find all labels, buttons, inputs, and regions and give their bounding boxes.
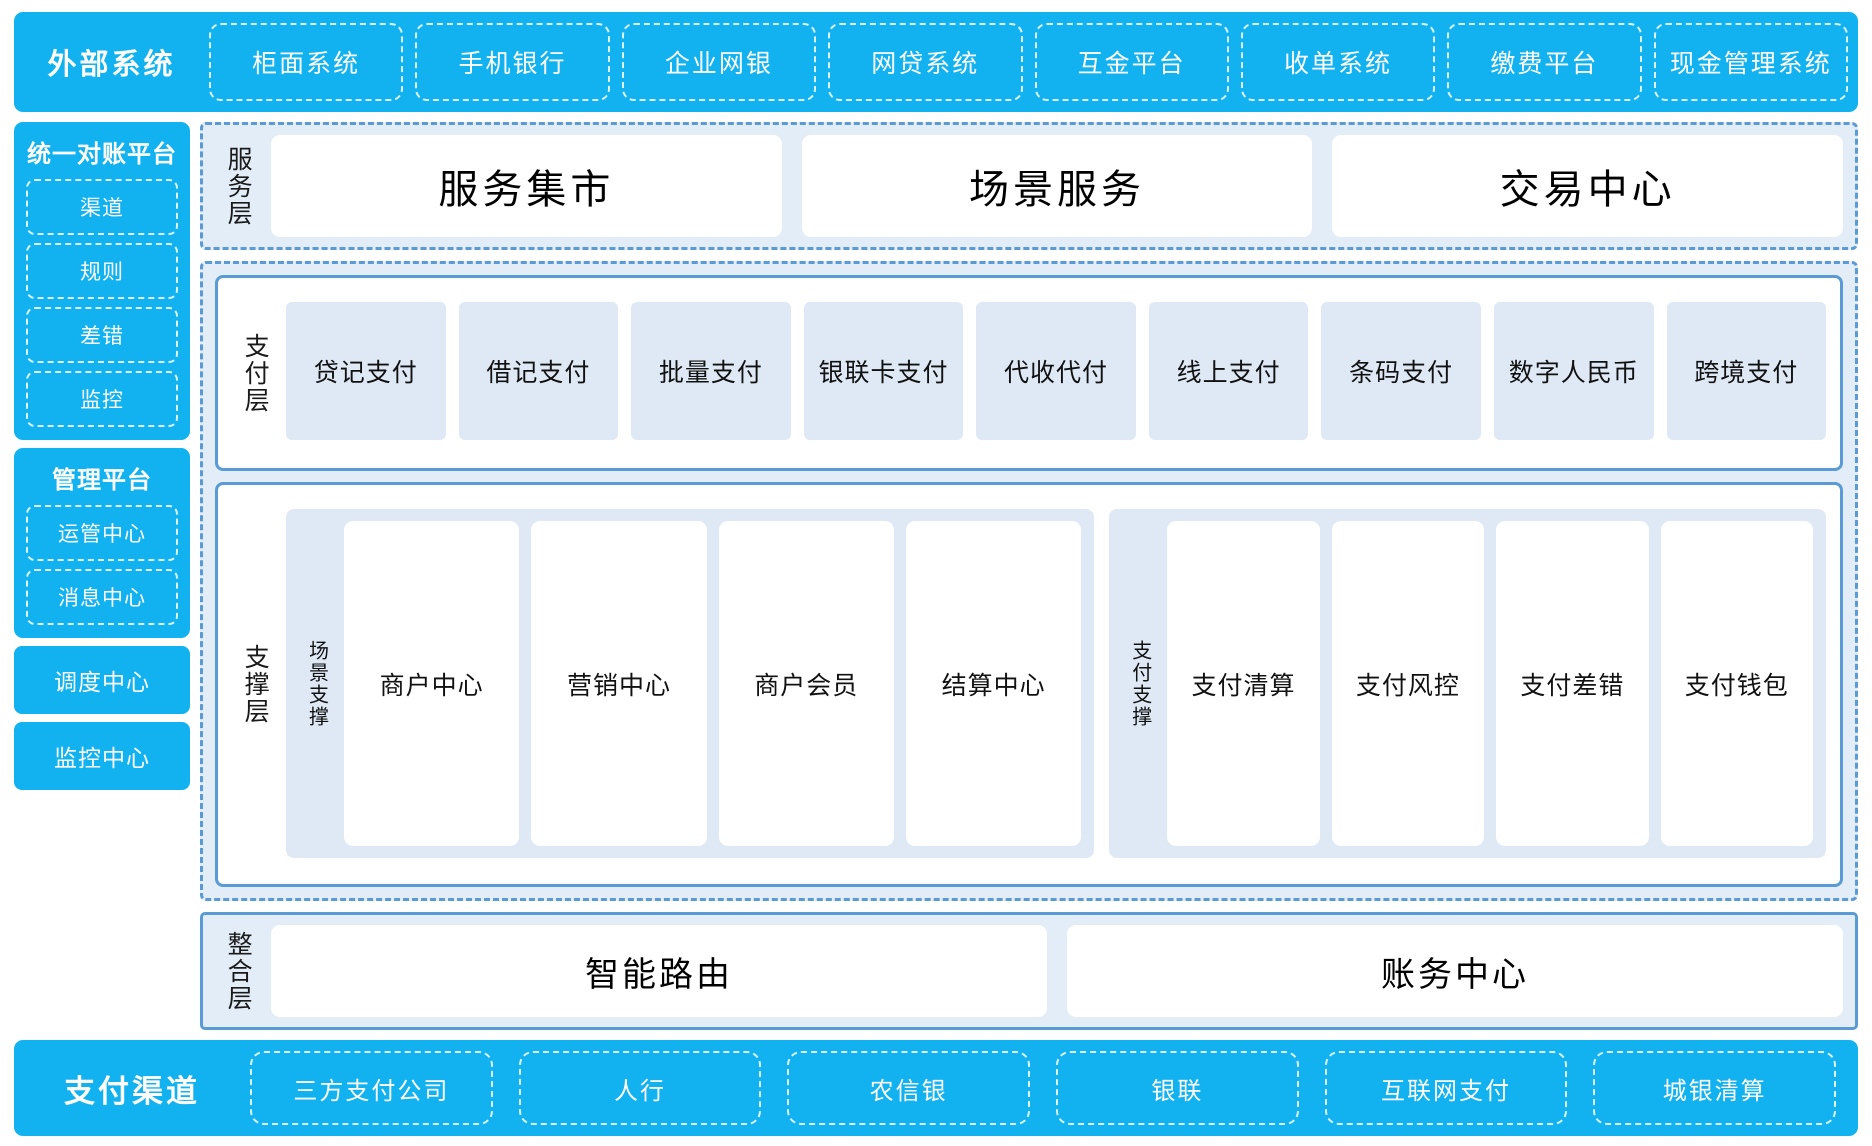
integration-layer-label: 整合层 [224, 930, 253, 1012]
service-card-scenario-service[interactable]: 场景服务 [801, 135, 1313, 237]
integration-card-accounting-center[interactable]: 账务中心 [1067, 925, 1843, 1017]
service-card-marketplace[interactable]: 服务集市 [271, 135, 782, 237]
core-layers-group: 支付层 贷记支付 借记支付 批量支付 银联卡支付 代收代付 线上支付 条码支付 … [200, 261, 1858, 901]
support-card-settlement-center[interactable]: 结算中心 [905, 521, 1082, 846]
payment-tile-batch[interactable]: 批量支付 [631, 302, 791, 440]
support-card-payment-risk[interactable]: 支付风控 [1331, 521, 1485, 846]
payment-support-group: 支付支撑 支付清算 支付风控 支付差错 支付钱包 [1109, 509, 1826, 858]
external-system-chip-acquiring[interactable]: 收单系统 [1240, 23, 1436, 101]
monitoring-center-block[interactable]: 监控中心 [14, 722, 190, 790]
support-card-merchant-membership[interactable]: 商户会员 [718, 521, 894, 846]
payment-tile-unionpay-card[interactable]: 银联卡支付 [803, 302, 964, 440]
payment-tile-barcode[interactable]: 条码支付 [1321, 302, 1481, 440]
external-system-chip-mobile-bank[interactable]: 手机银行 [415, 23, 610, 101]
service-layer-group: 服务层 服务集市 场景服务 交易中心 [200, 122, 1858, 250]
support-card-payment-clearing[interactable]: 支付清算 [1167, 521, 1320, 846]
manage-item-operations-center[interactable]: 运管中心 [26, 505, 178, 561]
scheduling-center-block[interactable]: 调度中心 [14, 646, 190, 714]
payment-tile-debit[interactable]: 借记支付 [458, 302, 619, 440]
payment-channels-title: 支付渠道 [64, 1073, 200, 1109]
external-systems-title: 外部系统 [47, 49, 176, 81]
payment-layer-label: 支付层 [241, 332, 270, 414]
payment-layer-panel: 支付层 贷记支付 借记支付 批量支付 银联卡支付 代收代付 线上支付 条码支付 … [215, 275, 1843, 471]
scenario-support-group: 场景支撑 商户中心 营销中心 商户会员 结算中心 [286, 509, 1095, 858]
integration-layer-panel: 整合层 智能路由 账务中心 [200, 912, 1858, 1030]
support-card-payment-wallet[interactable]: 支付钱包 [1660, 521, 1813, 846]
external-system-chip-counter[interactable]: 柜面系统 [209, 23, 404, 101]
support-layer-label: 支撑层 [241, 644, 270, 725]
service-layer-label: 服务层 [224, 145, 253, 227]
reconcile-item-monitor[interactable]: 监控 [26, 371, 178, 427]
integration-card-smart-routing[interactable]: 智能路由 [271, 925, 1047, 1017]
payment-tile-collection-payment[interactable]: 代收代付 [976, 302, 1136, 440]
external-system-chip-cash-management[interactable]: 现金管理系统 [1653, 23, 1848, 101]
channel-chip-third-party[interactable]: 三方支付公司 [250, 1051, 493, 1125]
manage-item-message-center[interactable]: 消息中心 [26, 569, 178, 625]
reconciliation-platform-title: 统一对账平台 [27, 141, 177, 168]
payment-support-label: 支付支撑 [1128, 639, 1151, 728]
payment-channels-list: 三方支付公司 人行 农信银 银联 互联网支付 城银清算 [250, 1051, 1846, 1125]
external-system-chip-fintech[interactable]: 互金平台 [1034, 23, 1229, 101]
external-system-chip-corporate-banking[interactable]: 企业网银 [621, 23, 817, 101]
payment-channels-band: 支付渠道 三方支付公司 人行 农信银 银联 互联网支付 城银清算 [14, 1040, 1858, 1136]
external-system-chip-online-loan[interactable]: 网贷系统 [828, 23, 1023, 101]
management-platform-panel: 管理平台 运管中心 消息中心 [14, 448, 190, 638]
payment-tile-credit[interactable]: 贷记支付 [286, 302, 446, 440]
support-card-marketing-center[interactable]: 营销中心 [531, 521, 707, 846]
layer-stack: 服务层 服务集市 场景服务 交易中心 支付层 贷记支付 借记支付 [200, 122, 1858, 1030]
service-layer-cards: 服务集市 场景服务 交易中心 [271, 135, 1844, 237]
middle-region: 统一对账平台 渠道 规则 差错 监控 管理平台 运管中心 消息中心 调度中心 监… [14, 112, 1858, 1030]
payment-tile-online[interactable]: 线上支付 [1148, 302, 1309, 440]
channel-chip-internet-payment[interactable]: 互联网支付 [1324, 1051, 1568, 1125]
channel-chip-unionpay[interactable]: 银联 [1056, 1051, 1299, 1125]
support-card-merchant-center[interactable]: 商户中心 [344, 521, 520, 846]
channel-chip-city-bank-clearing[interactable]: 城银清算 [1593, 1051, 1837, 1125]
payment-support-items: 支付清算 支付风控 支付差错 支付钱包 [1167, 521, 1813, 846]
channel-chip-pboc[interactable]: 人行 [518, 1051, 762, 1125]
reconciliation-platform-panel: 统一对账平台 渠道 规则 差错 监控 [14, 122, 190, 440]
channel-chip-rcc-bank[interactable]: 农信银 [787, 1051, 1031, 1125]
support-card-payment-error[interactable]: 支付差错 [1496, 521, 1649, 846]
service-card-transaction-center[interactable]: 交易中心 [1332, 135, 1844, 237]
support-layer-groups: 场景支撑 商户中心 营销中心 商户会员 结算中心 支付支撑 [286, 497, 1826, 872]
scenario-support-label: 场景支撑 [305, 639, 328, 728]
management-platform-title: 管理平台 [52, 467, 152, 494]
payment-tile-digital-rmb[interactable]: 数字人民币 [1493, 302, 1654, 440]
support-layer-panel: 支撑层 场景支撑 商户中心 营销中心 商户会员 结算中心 [215, 482, 1843, 887]
external-system-chip-bill-payment[interactable]: 缴费平台 [1447, 23, 1642, 101]
left-rail: 统一对账平台 渠道 规则 差错 监控 管理平台 运管中心 消息中心 调度中心 监… [14, 122, 190, 1030]
reconcile-item-error[interactable]: 差错 [26, 307, 178, 363]
scenario-support-items: 商户中心 营销中心 商户会员 结算中心 [344, 521, 1082, 846]
external-systems-band: 外部系统 柜面系统 手机银行 企业网银 网贷系统 互金平台 收单系统 缴费平台 … [14, 12, 1858, 112]
external-systems-list: 柜面系统 手机银行 企业网银 网贷系统 互金平台 收单系统 缴费平台 现金管理系… [209, 23, 1848, 101]
integration-layer-cards: 智能路由 账务中心 [271, 925, 1843, 1017]
payment-layer-tiles: 贷记支付 借记支付 批量支付 银联卡支付 代收代付 线上支付 条码支付 数字人民… [286, 290, 1827, 456]
reconcile-item-rules[interactable]: 规则 [26, 243, 178, 299]
payment-tile-cross-border[interactable]: 跨境支付 [1666, 302, 1827, 440]
reconcile-item-channel[interactable]: 渠道 [26, 179, 178, 235]
